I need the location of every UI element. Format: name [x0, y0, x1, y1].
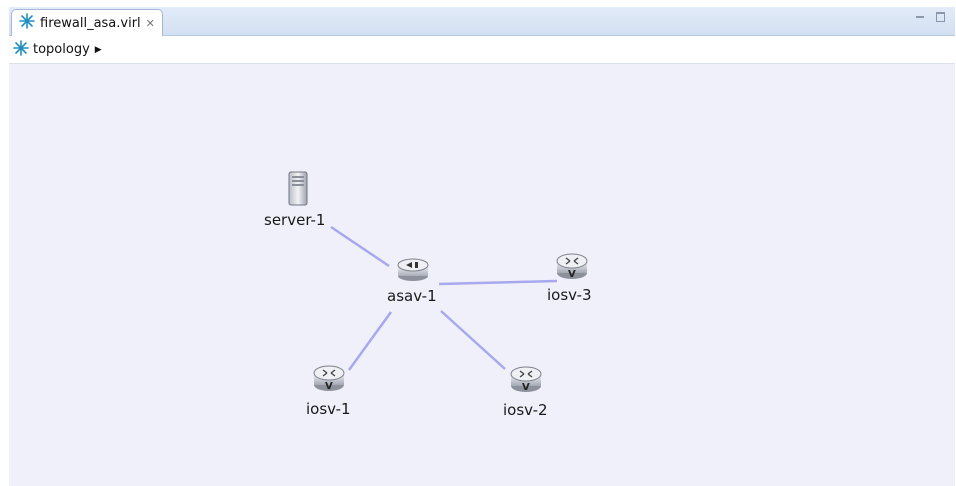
node-label: server-1 — [264, 211, 326, 229]
link-asav-1-iosv-1[interactable] — [347, 311, 393, 371]
topology-icon — [13, 39, 29, 60]
svg-text:V: V — [325, 381, 333, 392]
breadcrumb-topology[interactable]: topology — [33, 42, 90, 57]
link-server-1-asav-1[interactable] — [330, 225, 390, 268]
topology-icon — [19, 13, 35, 33]
router-icon: V — [313, 365, 345, 392]
editor-tab-bar: firewall_asa.virl ✕ — [9, 7, 955, 36]
node-label: iosv-3 — [547, 286, 592, 304]
link-asav-1-iosv-3[interactable] — [438, 279, 558, 286]
link-asav-1-iosv-2[interactable] — [440, 310, 506, 370]
tab-firewall-asa[interactable]: firewall_asa.virl ✕ — [11, 9, 163, 36]
router-icon: V — [556, 253, 588, 280]
node-label: iosv-1 — [306, 400, 351, 418]
server-icon — [288, 171, 308, 206]
topology-canvas[interactable]: server-1 asav-1 — [9, 64, 955, 486]
tab-label: firewall_asa.virl — [40, 15, 141, 31]
asa-firewall-icon — [397, 258, 429, 281]
window-controls — [915, 11, 947, 23]
chevron-right-icon[interactable]: ▶ — [94, 45, 102, 55]
close-icon[interactable]: ✕ — [145, 16, 155, 30]
breadcrumb: topology ▶ — [9, 36, 955, 64]
maximize-icon[interactable] — [935, 11, 947, 23]
svg-text:V: V — [522, 382, 530, 393]
node-label: iosv-2 — [503, 401, 548, 419]
router-icon: V — [510, 366, 542, 393]
topology-links — [330, 225, 558, 371]
node-label: asav-1 — [387, 287, 437, 305]
svg-text:V: V — [568, 269, 576, 280]
minimize-icon[interactable] — [915, 11, 927, 23]
